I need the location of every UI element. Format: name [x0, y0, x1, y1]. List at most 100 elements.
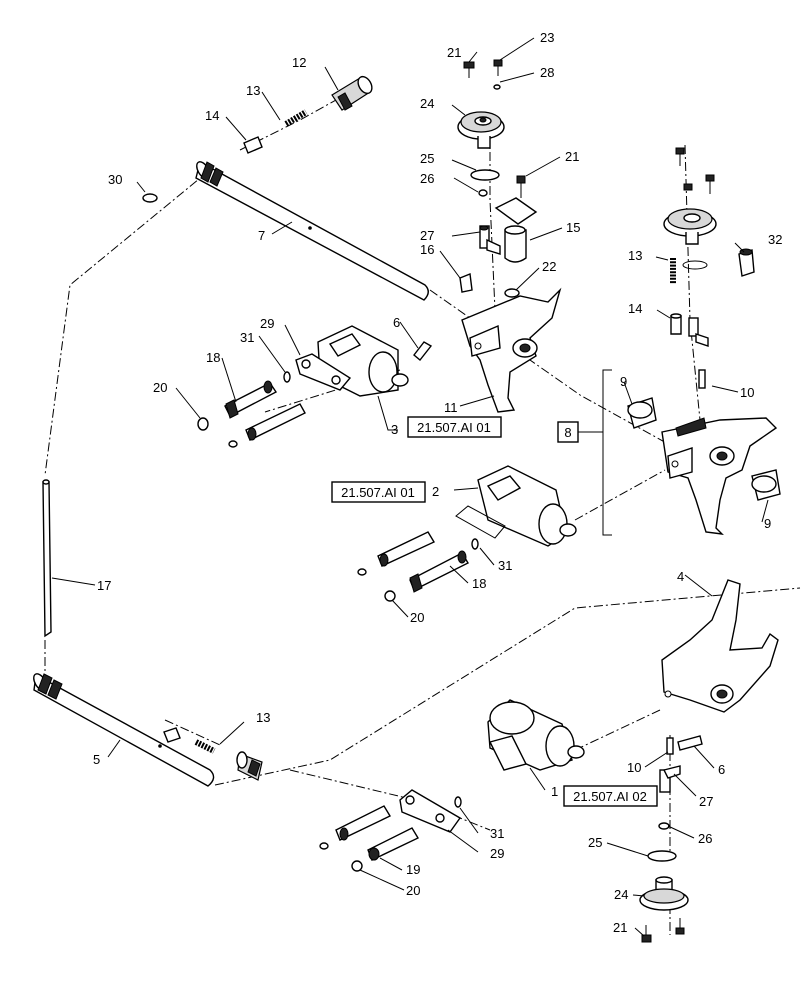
o-ring-part-25-top — [470, 169, 500, 181]
fork-part-11 — [461, 287, 562, 413]
bolt-part-21-mid — [516, 175, 526, 198]
pin-part-10-right — [698, 369, 706, 389]
callout-21-mid: 21 — [565, 149, 579, 164]
reference-text-2: 21.507.AI 01 — [341, 485, 415, 500]
pin-lower-left — [163, 727, 181, 743]
ring-part-31-lower — [454, 796, 462, 808]
pin-part-14-upper — [243, 136, 263, 154]
callout-21-top: 21 — [447, 45, 461, 60]
callout-6-lower: 6 — [718, 762, 725, 777]
callout-28: 28 — [540, 65, 554, 80]
callout-18-upper: 18 — [206, 350, 220, 365]
plug-lower-left — [236, 751, 263, 781]
callout-16: 16 — [420, 242, 434, 257]
callout-31-lower: 31 — [490, 826, 504, 841]
callout-31-upper: 31 — [240, 330, 254, 345]
o-ring-part-20-middle — [384, 590, 396, 602]
callout-18-middle: 18 — [472, 576, 486, 591]
o-ring-part-30 — [142, 193, 158, 203]
cover-part-24-lower — [639, 876, 689, 911]
reference-box-3 — [407, 416, 502, 438]
fork-part-4 — [661, 579, 779, 713]
reference-box-1 — [563, 785, 658, 807]
callout-20-upper: 20 — [153, 380, 167, 395]
fitting-part-32 — [738, 248, 755, 277]
rod-part-17 — [42, 479, 52, 638]
plunger-part-18-middle — [409, 550, 469, 593]
plunger-part-18-upper — [224, 380, 278, 419]
callout-15: 15 — [566, 220, 580, 235]
o-ring-part-20-lower — [351, 860, 363, 872]
leader-lines — [51, 37, 769, 937]
reference-text-3: 21.507.AI 01 — [417, 420, 491, 435]
cylinder-part-1 — [487, 699, 585, 771]
spring-part-13-lower — [194, 739, 216, 754]
callout-10-lower: 10 — [627, 760, 641, 775]
pin-part-27-top — [479, 225, 501, 255]
reference-box-2 — [331, 481, 426, 503]
o-ring-part-25-lower — [647, 850, 677, 862]
bushing-part-9-lower — [751, 469, 781, 501]
fork-part-8 — [661, 417, 778, 535]
callout-23: 23 — [540, 30, 554, 45]
bushing-part-9-upper — [627, 397, 657, 429]
plunger-lower-a — [319, 805, 391, 850]
callout-20-lower: 20 — [406, 883, 420, 898]
callout-22: 22 — [542, 259, 556, 274]
assembly-bracket-8 — [557, 369, 612, 536]
shaft-part-5 — [33, 673, 215, 787]
plunger-part-19 — [367, 827, 419, 861]
callout-17: 17 — [97, 578, 111, 593]
callout-27-top: 27 — [420, 228, 434, 243]
callout-26-top: 26 — [420, 171, 434, 186]
spring-part-13-upper — [284, 109, 308, 127]
callout-13-lower: 13 — [256, 710, 270, 725]
callout-24-top: 24 — [420, 96, 434, 111]
callout-20-middle: 20 — [410, 610, 424, 625]
pin-part-14-right — [670, 313, 682, 335]
callout-26-lower: 26 — [698, 831, 712, 846]
callout-31-middle: 31 — [498, 558, 512, 573]
callout-13-upper: 13 — [246, 83, 260, 98]
bolt-part-21-top — [463, 61, 475, 78]
o-ring-part-20-upper — [197, 417, 209, 431]
callout-1: 1 — [551, 784, 558, 799]
callout-25-top: 25 — [420, 151, 434, 166]
callout-19: 19 — [406, 862, 420, 877]
callout-27-lower: 27 — [699, 794, 713, 809]
cover-part-24-top — [457, 111, 505, 149]
callout-14-upper: 14 — [205, 108, 219, 123]
callout-9-lower: 9 — [764, 516, 771, 531]
callout-13-right: 13 — [628, 248, 642, 263]
bolt-part-23 — [493, 59, 503, 76]
callout-30: 30 — [108, 172, 122, 187]
callout-5: 5 — [93, 752, 100, 767]
pin-part-27-right — [688, 317, 709, 347]
cylinder-part-2 — [477, 465, 577, 547]
plate-part-29-lower — [399, 789, 462, 833]
plunger-upper-b — [228, 403, 306, 448]
pin-part-16 — [459, 273, 473, 293]
assembly-box-label: 8 — [564, 425, 571, 440]
pin-part-6-lower — [677, 735, 703, 751]
callout-10-upper: 10 — [740, 385, 754, 400]
pin-part-6-top — [413, 341, 433, 361]
callout-3: 3 — [391, 422, 398, 437]
callout-25-lower: 25 — [588, 835, 602, 850]
callout-9-upper: 9 — [620, 374, 627, 389]
ring-part-26-top — [478, 189, 488, 197]
plug-part-12 — [331, 75, 373, 111]
bolt-part-21-lower — [641, 918, 685, 943]
callout-2: 2 — [432, 484, 439, 499]
plunger-middle-a — [357, 531, 436, 576]
callout-29-lower: 29 — [490, 846, 504, 861]
callout-12: 12 — [292, 55, 306, 70]
callout-32: 32 — [768, 232, 782, 247]
cover-upper-right — [663, 147, 717, 270]
ring-part-31-middle — [471, 538, 479, 550]
shaft-part-7 — [195, 160, 429, 301]
cylinder-part-3 — [317, 325, 409, 397]
callout-7: 7 — [258, 228, 265, 243]
